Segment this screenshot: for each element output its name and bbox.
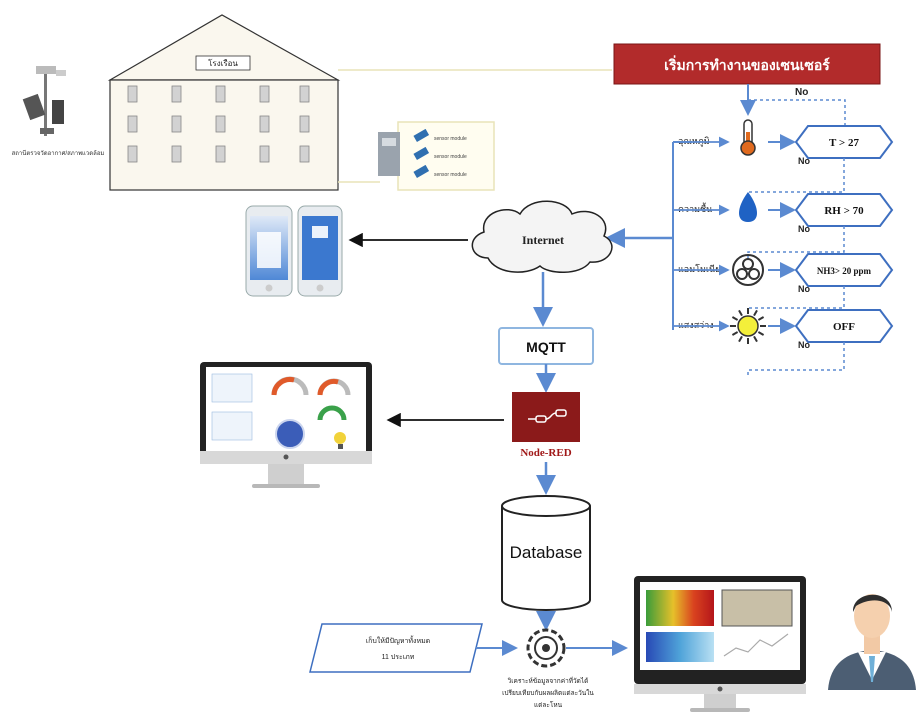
- no-label-3: No: [798, 284, 810, 294]
- database-label: Database: [510, 543, 583, 562]
- user-avatar-icon: [828, 594, 916, 690]
- plant-pot: [215, 115, 226, 133]
- process-caption-line3: แต่ละโหน: [534, 701, 563, 709]
- weather-station-icon: [22, 66, 66, 136]
- plant-pot: [259, 85, 270, 103]
- no-label-1: No: [798, 156, 810, 166]
- plant-pot: [299, 145, 310, 163]
- sensor-module-label-3: sensor module: [434, 172, 467, 178]
- internet-label: Internet: [522, 233, 564, 247]
- plant-pot: [127, 115, 138, 133]
- no-label-2: No: [798, 224, 810, 234]
- sun-icon: [730, 308, 766, 344]
- greenhouse-title: โรงเรือน: [208, 58, 238, 68]
- condition-box-2: [794, 193, 894, 227]
- database-cylinder-icon: [501, 495, 591, 611]
- start-sensor-header: [613, 43, 881, 85]
- analytics-monitor-icon: [634, 576, 806, 712]
- plant-pot: [259, 145, 270, 163]
- condition-box-1: [794, 125, 894, 159]
- gear-icon: [526, 628, 566, 668]
- plant-pot: [127, 145, 138, 163]
- sensor-module-label-2: sensor module: [434, 154, 467, 160]
- condition-label-3: NH3> 20 ppm: [817, 266, 872, 276]
- plant-pot: [127, 85, 138, 103]
- plant-pot: [299, 85, 310, 103]
- mobile-phones-icon: [245, 205, 343, 297]
- condition-box-3: [794, 253, 894, 287]
- process-caption-line2: เปรียบเทียบกับผลผลิตแต่ละวันใน: [502, 689, 594, 697]
- sensor-name-4: แสงสว่าง: [678, 320, 714, 330]
- plant-pot: [215, 145, 226, 163]
- greenhouse-plant-pots: [127, 85, 310, 163]
- condition-label-1: T > 27: [829, 137, 859, 149]
- condition-label-4: OFF: [833, 321, 855, 333]
- water-drop-icon: [739, 192, 757, 222]
- plant-pot: [215, 85, 226, 103]
- nodered-icon: [512, 392, 580, 442]
- weather-station-caption: สถานีตรวจวัดอากาศ/สภาพแวดล้อม: [12, 149, 105, 157]
- process-caption-line1: วิเคราะห์ข้อมูลจากค่าที่วัดได้: [507, 676, 588, 685]
- nodered-label: Node-RED: [520, 447, 571, 459]
- dashboard-monitor-icon: [200, 362, 372, 488]
- start-sensor-label: เริ่มการทำงานของเซนเซอร์: [664, 55, 830, 73]
- condition-label-2: RH > 70: [824, 205, 864, 217]
- plant-pot: [171, 85, 182, 103]
- plant-pot: [259, 115, 270, 133]
- greenhouse-building: [107, 14, 341, 191]
- plant-pot: [299, 115, 310, 133]
- no-label-4: No: [798, 340, 810, 350]
- sensor-row-4: แสงสว่าง OFF No: [673, 308, 894, 378]
- biohazard-icon: [732, 254, 764, 286]
- condition-box-4: [794, 309, 894, 343]
- internet-cloud-icon: [471, 200, 613, 273]
- data-input-note: [309, 623, 483, 673]
- sensor-module-box: [378, 121, 495, 191]
- input-note-line2: 11 ประเภท: [382, 654, 415, 661]
- mqtt-label: MQTT: [526, 339, 566, 355]
- plant-pot: [171, 145, 182, 163]
- sensor-row-2: ความชื้น RH > 70 No: [673, 192, 894, 260]
- sensor-name-2: ความชื้น: [678, 202, 712, 214]
- thermometer-icon: [740, 119, 756, 156]
- plant-pot: [171, 115, 182, 133]
- sensor-name-3: แอมโมเนีย: [678, 264, 720, 274]
- top-no-label: No: [795, 87, 808, 98]
- input-note-line1: เก็บให้มีปัญหาทั้งหมด: [366, 634, 430, 645]
- sensor-module-label-1: sensor module: [434, 136, 467, 142]
